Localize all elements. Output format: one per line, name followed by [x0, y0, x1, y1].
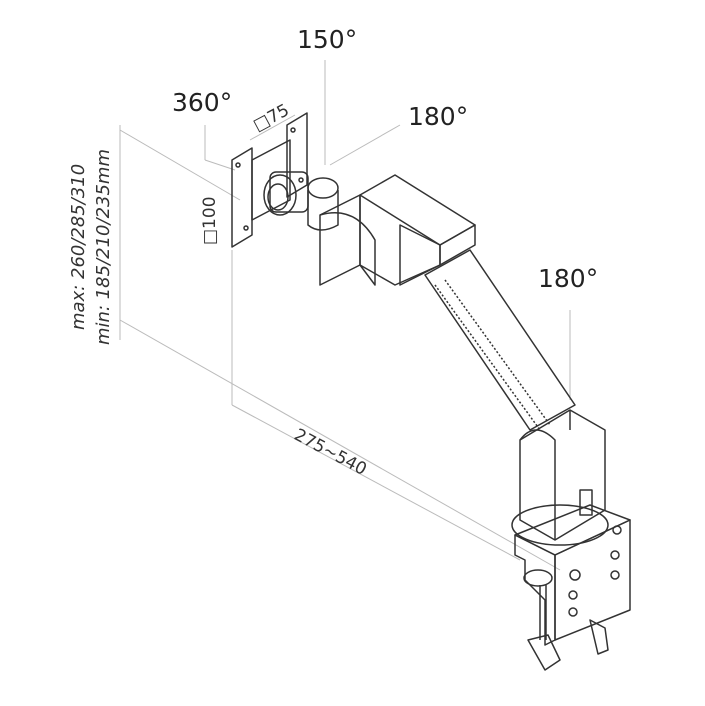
column: [511, 409, 609, 546]
rotation-plate-label: 360°: [172, 88, 233, 117]
height-max-label: max: 260/285/310: [68, 163, 89, 330]
desk-clamp: [514, 504, 631, 671]
rotation-base-label: 180°: [538, 264, 599, 293]
rotation-top-label: 150°: [297, 25, 358, 54]
upper-arm: [319, 174, 576, 431]
vesa-plate: [231, 112, 308, 248]
tilt-joint: [263, 171, 339, 231]
vesa-100-label: □100: [200, 196, 220, 245]
rotation-joint-label: 180°: [408, 102, 469, 131]
dimension-lines: [119, 60, 571, 571]
height-min-label: min: 185/210/235mm: [93, 149, 114, 345]
